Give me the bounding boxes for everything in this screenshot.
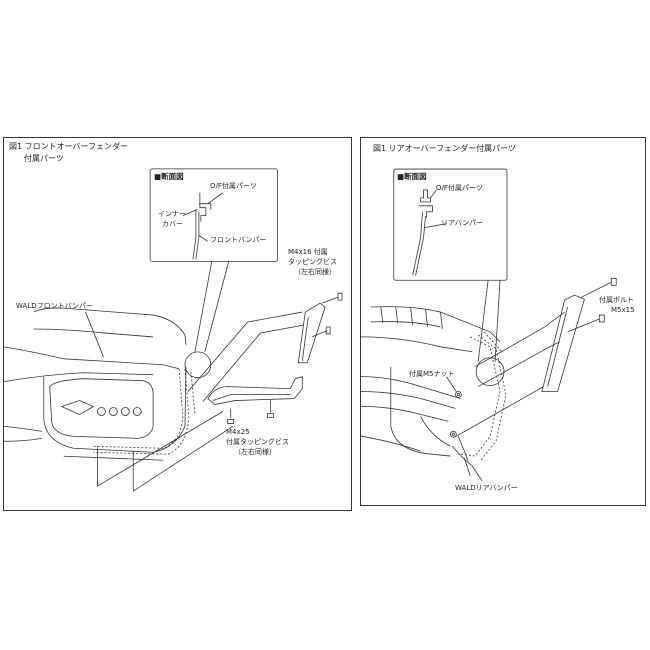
front-fender-panel: 図1 フロントオーバーフェンダー 付属パーツ ■断面図 O/F付属パーツ インナ… [3, 137, 352, 511]
cross-section-inset [149, 168, 278, 262]
m4x16-label-3: （左右同様） [294, 268, 336, 276]
rear-inset-bumper-line [412, 211, 423, 276]
rear-inset-bracket [418, 205, 433, 218]
detail-circle [184, 351, 212, 379]
m4x16-label-1: M4x16 付属 [288, 248, 328, 256]
rear-title: 図1 リアオーバーフェンダー付属パーツ [373, 144, 516, 153]
bolt-label-1: 付属ボルト [599, 296, 634, 304]
rear-vertical-fender-part [541, 294, 585, 392]
inset-bracket [199, 192, 207, 222]
m4x25-label-3: （左右同様） [234, 448, 276, 456]
front-bumper-inset-label: フロントバンパー [210, 236, 267, 244]
front-inset-title: ■断面図 [154, 172, 184, 181]
front-title-line2: 付属パーツ [24, 154, 64, 163]
inner-cover-label-1: インナー [158, 210, 186, 218]
m4x25-label-1: M4x25 [226, 428, 250, 436]
wald-front-bumper-label: WALDフロントバンパー [16, 302, 93, 310]
inner-cover-label-2: カバー [162, 220, 183, 228]
rear-bumper-outline [370, 306, 501, 343]
bolt-label-2: M5x15 [611, 306, 635, 314]
front-bumper-outline [33, 307, 187, 345]
front-of-parts-label: O/F付属パーツ [210, 182, 257, 190]
rear-bumper-inset-label: リアバンパー [441, 219, 484, 227]
m4x25-label-2: 付属タッピングビス [226, 438, 289, 446]
rear-fender-drawing [361, 168, 617, 482]
rear-inset-bolt [420, 189, 431, 203]
rear-fender-panel: 図1 リアオーバーフェンダー付属パーツ ■断面図 O/F付属パーツ リアバンパー… [360, 137, 646, 506]
rear-cross-section-inset [393, 168, 508, 281]
m4x16-label-2: タッピングビス [288, 258, 337, 266]
front-fender-drawing [4, 168, 343, 492]
rear-of-parts-label: O/F付属パーツ [436, 184, 483, 192]
front-title-line1: 図1 フロントオーバーフェンダー [9, 142, 129, 151]
rear-inset-title: ■断面図 [397, 172, 427, 181]
nut-label: 付属M5ナット [409, 370, 455, 378]
inset-bumper-line [192, 209, 197, 260]
wald-rear-bumper-label: WALDリアバンパー [455, 484, 518, 492]
lower-fender-part [207, 376, 303, 405]
rear-detail-circle [475, 357, 505, 386]
